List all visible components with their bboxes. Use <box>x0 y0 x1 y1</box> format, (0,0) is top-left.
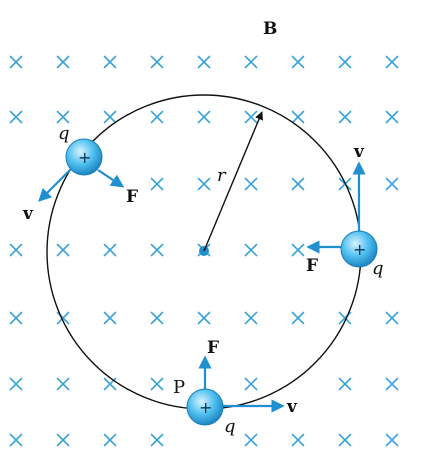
radius-label: r <box>217 165 227 186</box>
force-label: F <box>126 187 138 207</box>
velocity-label: v <box>22 204 34 224</box>
field-cross <box>385 177 399 191</box>
field-cross <box>197 110 211 124</box>
field-cross <box>150 433 164 447</box>
field-cross <box>103 243 117 257</box>
charge-label: q <box>372 258 384 279</box>
field-cross <box>150 55 164 69</box>
field-cross <box>244 311 258 325</box>
field-cross <box>56 377 70 391</box>
field-cross <box>244 177 258 191</box>
field-cross <box>385 311 399 325</box>
charge-sign: + <box>78 148 91 167</box>
field-cross <box>244 433 258 447</box>
field-cross <box>385 433 399 447</box>
field-cross <box>291 110 305 124</box>
field-cross <box>150 311 164 325</box>
velocity-label: v <box>286 397 298 417</box>
field-label-B: B <box>263 19 277 39</box>
field-cross <box>197 55 211 69</box>
field-cross <box>244 55 258 69</box>
magnetic-field-crosses <box>9 55 399 447</box>
field-cross <box>150 377 164 391</box>
field-cross <box>291 433 305 447</box>
field-cross <box>103 55 117 69</box>
field-cross <box>291 243 305 257</box>
force-arrow-upper-left <box>97 169 125 188</box>
charge-sign: + <box>353 240 366 259</box>
field-cross <box>338 55 352 69</box>
field-cross <box>103 433 117 447</box>
charge-upper-left: + q v F <box>22 123 138 224</box>
field-cross <box>150 110 164 124</box>
radius-line <box>203 111 263 252</box>
charge-right: + q v F <box>306 142 384 279</box>
charge-ball <box>186 388 224 426</box>
field-cross <box>103 110 117 124</box>
field-cross <box>197 177 211 191</box>
field-cross <box>338 110 352 124</box>
field-cross <box>103 311 117 325</box>
charge-sign: + <box>199 398 212 417</box>
charge-label: q <box>224 416 236 437</box>
field-cross <box>385 55 399 69</box>
field-cross <box>56 243 70 257</box>
field-cross <box>291 55 305 69</box>
field-cross <box>9 377 23 391</box>
field-cross <box>244 110 258 124</box>
field-cross <box>338 433 352 447</box>
force-label: F <box>207 338 219 358</box>
charge-ball <box>65 138 103 176</box>
force-label: F <box>306 256 318 276</box>
point-label: P <box>173 377 185 398</box>
field-cross <box>385 110 399 124</box>
field-cross <box>9 55 23 69</box>
field-cross <box>9 311 23 325</box>
field-cross <box>338 377 352 391</box>
velocity-label: v <box>353 142 365 162</box>
field-cross <box>56 433 70 447</box>
field-cross <box>150 243 164 257</box>
velocity-arrow-upper-left <box>38 167 73 202</box>
field-cross <box>9 243 23 257</box>
charge-ball <box>340 230 378 268</box>
field-cross <box>56 110 70 124</box>
charge-label: q <box>58 123 70 144</box>
field-cross <box>244 377 258 391</box>
charge-bottom: + P q F v <box>173 338 298 437</box>
field-cross <box>56 55 70 69</box>
field-cross <box>9 433 23 447</box>
field-cross <box>9 110 23 124</box>
field-cross <box>385 377 399 391</box>
field-cross <box>291 311 305 325</box>
field-cross <box>244 243 258 257</box>
field-cross <box>197 311 211 325</box>
field-cross <box>291 177 305 191</box>
field-cross <box>150 177 164 191</box>
